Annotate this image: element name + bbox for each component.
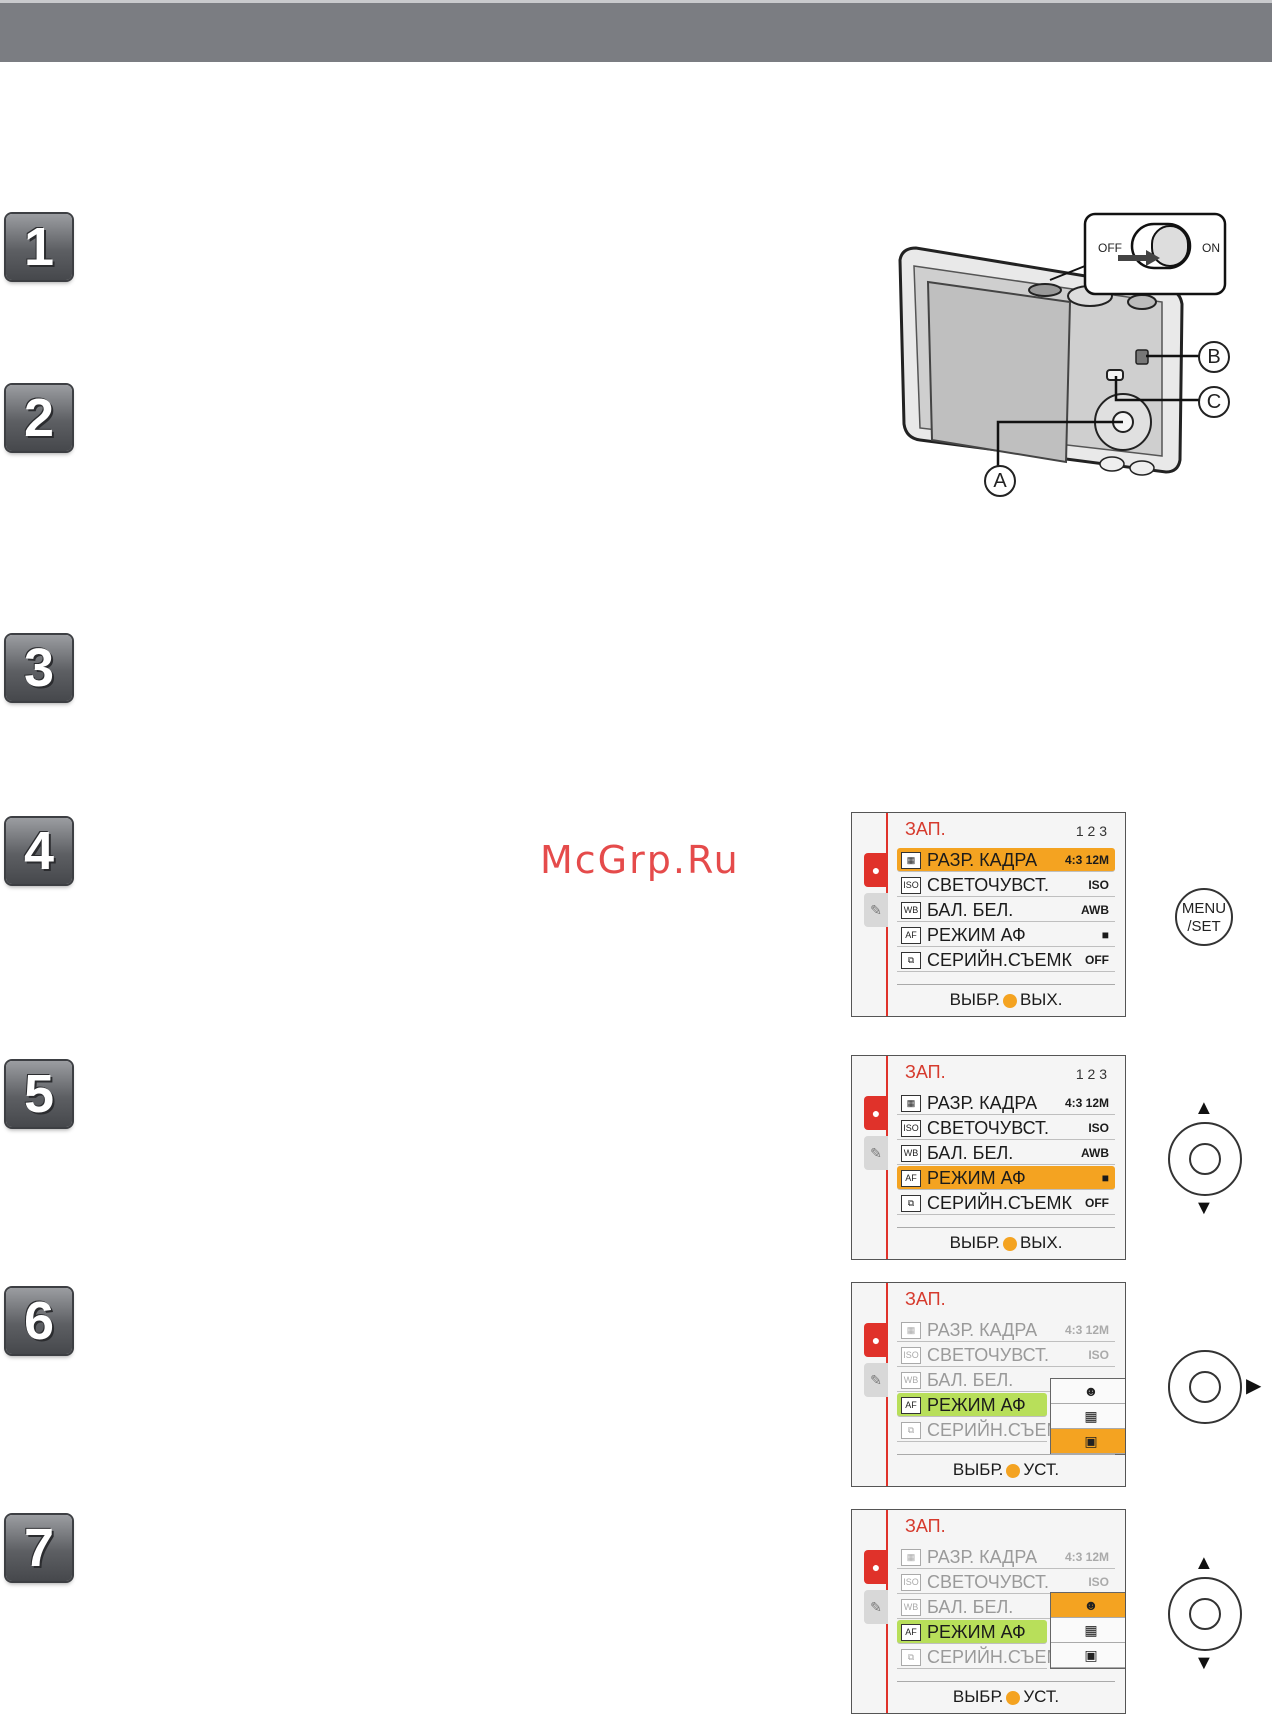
menu-item-burst: ⧉ СЕРИЙН.СЪЕМК OFF [897,948,1115,972]
af-icon: AF [901,927,921,944]
af-option-face: ☻ [1051,1379,1125,1404]
iso-icon: ISO [901,1347,921,1364]
cursor-keys-icon [1006,1463,1021,1478]
menu-hint: ВЫБР.УСТ. [897,1454,1115,1480]
wb-icon: WB [901,1372,921,1389]
menu-item-sensitivity: ISO СВЕТОЧУВСТ. ISO [897,873,1115,897]
menu-set-button: MENU /SET [1175,888,1233,946]
menu-item-white-balance: WB БАЛ. БЕЛ. AWB [897,898,1115,922]
dpad-right: ▶ [1168,1350,1261,1424]
wrench-tab-icon: ✎ [864,893,888,927]
cursor-keys-icon [1002,1236,1017,1251]
menu-item-af-mode: AF РЕЖИМ АФ ■ [897,1166,1115,1190]
wrench-tab-icon: ✎ [864,1136,888,1170]
resolution-icon: ▦ [901,852,921,869]
switch-off-label: OFF [1098,241,1122,255]
menu-item-af-mode: AF РЕЖИМ АФ [897,1393,1047,1417]
af-option-single: ▣ [1051,1643,1125,1668]
camera-tab-icon: ● [864,1323,888,1357]
step-badge-7: 7 [6,1515,72,1581]
camera-label-a: A [984,465,1016,497]
camera-tab-icon: ● [864,1550,888,1584]
resolution-icon: ▦ [901,1095,921,1112]
step-badge-2: 2 [6,385,72,451]
menu-item-sensitivity: ISO СВЕТОЧУВСТ. ISO [897,1116,1115,1140]
af-icon: AF [901,1170,921,1187]
af-icon: AF [901,1624,921,1641]
menu-page-number: 1 2 3 [1075,823,1107,839]
camera-illustration: OFF ON B C A [880,210,1240,500]
menu-item-white-balance: WB БАЛ. БЕЛ. [897,1595,1115,1619]
right-arrow-icon: ▶ [1246,1375,1262,1397]
watermark: McGrp.Ru [540,838,740,882]
af-options-popup: ☻ ▦ ▣ [1050,1378,1125,1455]
wrench-tab-icon: ✎ [864,1590,888,1624]
menu-item-burst: ⧉ СЕРИЙН.СЪЕМ [897,1418,1062,1442]
menu-hint: ВЫБР.ВЫХ. [897,984,1115,1010]
af-option-face: ☻ [1051,1593,1125,1618]
step-badge-1: 1 [6,214,72,280]
resolution-icon: ▦ [901,1322,921,1339]
menu-hint: ВЫБР.УСТ. [897,1681,1115,1707]
header-bar [0,0,1272,62]
up-arrow-icon: ▲ [1194,1097,1214,1119]
menu-title: ЗАП. [905,1062,946,1082]
cursor-keys-icon [1006,1690,1021,1705]
af-option-single: ▣ [1051,1429,1125,1454]
menu-item-burst: ⧉ СЕРИЙН.СЪЕМ [897,1645,1062,1669]
af-option-multi: ▦ [1051,1404,1125,1429]
step-badge-3: 3 [6,635,72,701]
af-option-multi: ▦ [1051,1618,1125,1643]
burst-icon: ⧉ [901,1195,921,1212]
menu-item-af-mode: AF РЕЖИМ АФ ■ [897,923,1115,947]
menu-item-resolution: ▦ РАЗР. КАДРА 4:3 12M [897,1091,1115,1115]
burst-icon: ⧉ [901,1649,921,1666]
burst-icon: ⧉ [901,952,921,969]
menu-item-white-balance: WB БАЛ. БЕЛ. [897,1368,1115,1392]
camera-drawing [898,212,1227,490]
menu-screen-step4: ● ✎ ЗАП. 1 2 3 ▦ РАЗР. КАДРА 4:3 12M ISO… [851,812,1126,1017]
iso-icon: ISO [901,1120,921,1137]
down-arrow-icon: ▼ [1194,1197,1214,1219]
step-badge-6: 6 [6,1288,72,1354]
burst-icon: ⧉ [901,1422,921,1439]
step-badge-4: 4 [6,818,72,884]
menu-item-white-balance: WB БАЛ. БЕЛ. AWB [897,1141,1115,1165]
switch-on-label: ON [1202,241,1220,255]
menu-item-resolution: ▦ РАЗР. КАДРА 4:3 12M [897,1318,1115,1342]
camera-label-c: C [1198,386,1230,418]
menu-page-number: 1 2 3 [1075,1066,1107,1082]
menu-item-resolution: ▦ РАЗР. КАДРА 4:3 12M [897,848,1115,872]
menu-item-af-mode: AF РЕЖИМ АФ [897,1620,1047,1644]
camera-label-b: B [1198,341,1230,373]
menu-screen-step6: ● ✎ ЗАП. ▦ РАЗР. КАДРА 4:3 12M ISO СВЕТО… [851,1282,1126,1487]
wb-icon: WB [901,1145,921,1162]
iso-icon: ISO [901,877,921,894]
menu-title: ЗАП. [905,1516,946,1536]
menu-item-burst: ⧉ СЕРИЙН.СЪЕМК OFF [897,1191,1115,1215]
camera-tab-icon: ● [864,853,888,887]
wrench-tab-icon: ✎ [864,1363,888,1397]
menu-item-resolution: ▦ РАЗР. КАДРА 4:3 12M [897,1545,1115,1569]
down-arrow-icon: ▼ [1194,1652,1214,1674]
dpad-up-down: ▲ ▼ [1168,1098,1242,1218]
camera-tab-icon: ● [864,1096,888,1130]
up-arrow-icon: ▲ [1194,1552,1214,1574]
resolution-icon: ▦ [901,1549,921,1566]
wb-icon: WB [901,902,921,919]
menu-item-sensitivity: ISO СВЕТОЧУВСТ. ISO [897,1570,1115,1594]
af-options-popup: ☻ ▦ ▣ [1050,1592,1125,1669]
menu-screen-step5: ● ✎ ЗАП. 1 2 3 ▦ РАЗР. КАДРА 4:3 12M ISO… [851,1055,1126,1260]
af-icon: AF [901,1397,921,1414]
wb-icon: WB [901,1599,921,1616]
menu-title: ЗАП. [905,819,946,839]
menu-item-sensitivity: ISO СВЕТОЧУВСТ. ISO [897,1343,1115,1367]
iso-icon: ISO [901,1574,921,1591]
menu-screen-step7: ● ✎ ЗАП. ▦ РАЗР. КАДРА 4:3 12M ISO СВЕТО… [851,1509,1126,1714]
menu-title: ЗАП. [905,1289,946,1309]
step-badge-5: 5 [6,1061,72,1127]
cursor-keys-icon [1002,993,1017,1008]
dpad-up-down: ▲ ▼ [1168,1553,1242,1673]
menu-hint: ВЫБР.ВЫХ. [897,1227,1115,1253]
